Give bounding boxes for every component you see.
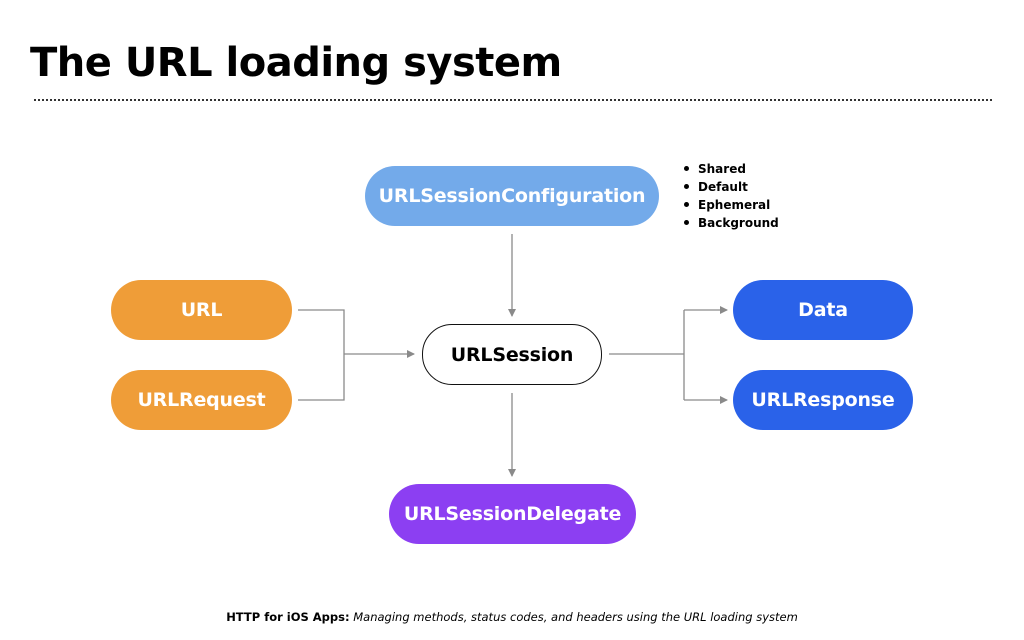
page-title: The URL loading system [30, 40, 562, 86]
configuration-type-item: Default [681, 178, 779, 196]
dotted-divider [34, 99, 992, 101]
footer-book-title: HTTP for iOS Apps: [226, 610, 350, 624]
node-url: URL [111, 280, 292, 340]
configuration-types-list: Shared Default Ephemeral Background [681, 160, 779, 232]
node-urlsession: URLSession [422, 324, 602, 385]
configuration-type-item: Ephemeral [681, 196, 779, 214]
connector-url-to-merge [298, 309, 345, 401]
node-data: Data [733, 280, 913, 340]
node-urlsessiondelegate: URLSessionDelegate [389, 484, 636, 544]
node-urlresponse: URLResponse [733, 370, 913, 430]
footer-description: Managing methods, status codes, and head… [353, 610, 798, 624]
node-urlrequest: URLRequest [111, 370, 292, 430]
node-urlsessionconfiguration: URLSessionConfiguration [365, 166, 659, 226]
footer-caption: HTTP for iOS Apps: Managing methods, sta… [0, 610, 1024, 624]
configuration-type-item: Background [681, 214, 779, 232]
configuration-type-item: Shared [681, 160, 779, 178]
